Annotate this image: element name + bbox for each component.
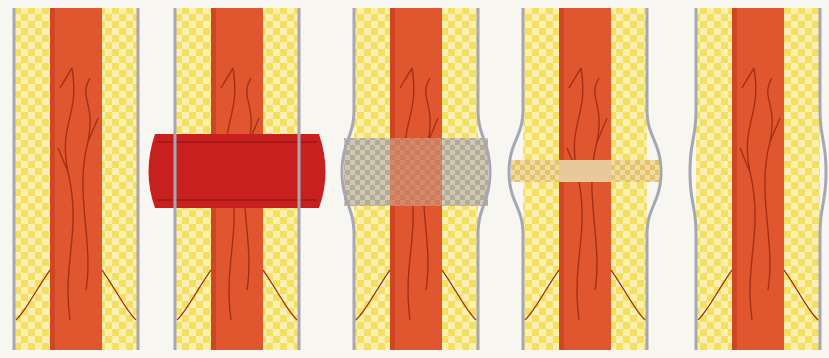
bone-panel-intact xyxy=(14,8,138,350)
periosteum-right xyxy=(820,8,826,350)
bone-panel-hard-callus xyxy=(509,8,661,350)
bone-panel-remodeled xyxy=(690,8,826,350)
bone-panel-hematoma xyxy=(149,8,326,350)
marrow-shadow xyxy=(732,8,737,350)
marrow-shadow xyxy=(50,8,55,350)
periosteum-left xyxy=(690,8,696,350)
callus-marrow-gap xyxy=(559,160,611,182)
callus-vessel-ingrowth xyxy=(390,138,442,206)
bone-panel-soft-callus xyxy=(342,8,490,350)
marrow-cavity xyxy=(732,8,784,350)
marrow-cavity xyxy=(50,8,102,350)
